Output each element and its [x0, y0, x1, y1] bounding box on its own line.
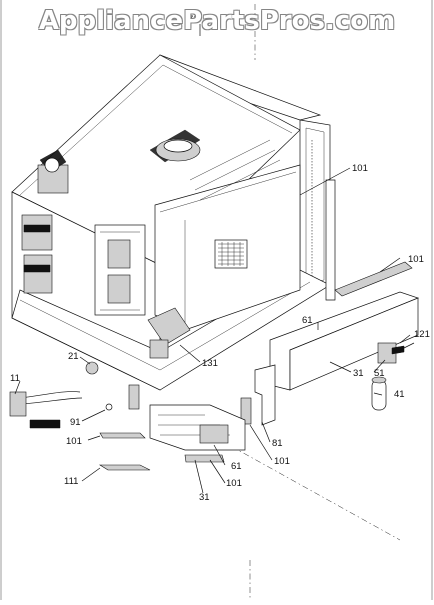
- center-axis-line: [249, 4, 256, 598]
- watermark-text: AppliancePartsPros.com: [38, 6, 396, 36]
- bar-101-a: [128, 384, 140, 410]
- callout-61-a: 61: [302, 315, 313, 326]
- capacitor-41: [371, 376, 387, 411]
- callout-51: 51: [374, 368, 385, 379]
- callout-41: 41: [394, 389, 405, 400]
- callout-11: 11: [10, 373, 20, 384]
- screw-121: [399, 342, 415, 351]
- callout-101-e: 101: [226, 478, 242, 489]
- leader-lines: [14, 24, 411, 494]
- fan-motor: [37, 149, 69, 194]
- relay-board: [94, 224, 146, 316]
- assembly-axis-line: [219, 439, 401, 541]
- callout-71: 71: [188, 14, 199, 25]
- bar-101-b: [240, 397, 252, 425]
- callout-61-b: 61: [231, 461, 242, 472]
- callout-111: 111: [64, 476, 78, 487]
- bar-101-d: [184, 454, 225, 463]
- callout-31-b: 31: [199, 492, 210, 503]
- callout-21: 21: [68, 351, 79, 362]
- vent-grille: [214, 239, 248, 269]
- latch-assembly: [147, 307, 191, 359]
- callout-101-d: 101: [274, 456, 290, 467]
- callout-121: 121: [414, 329, 430, 340]
- bar-111: [98, 464, 151, 471]
- cabinet-assembly: [11, 54, 336, 391]
- power-cord-11: [9, 391, 83, 429]
- callout-101-c: 101: [66, 436, 82, 447]
- callout-91: 91: [70, 417, 81, 428]
- strip-101-right: [334, 261, 413, 297]
- switch-51: [377, 342, 405, 364]
- bracket-81: [254, 364, 276, 426]
- callout-131: 131: [202, 358, 218, 369]
- tray-31: [149, 404, 246, 451]
- fuse-holder-21: [85, 361, 99, 375]
- part-61: [199, 424, 229, 444]
- callout-101-a: 101: [352, 163, 368, 174]
- part-91: [105, 403, 113, 411]
- transformer-stack: [21, 214, 53, 294]
- callout-101-b: 101: [408, 254, 424, 265]
- callout-31-a: 31: [353, 368, 364, 379]
- callout-81: 81: [272, 438, 283, 449]
- bar-101-c: [99, 432, 146, 439]
